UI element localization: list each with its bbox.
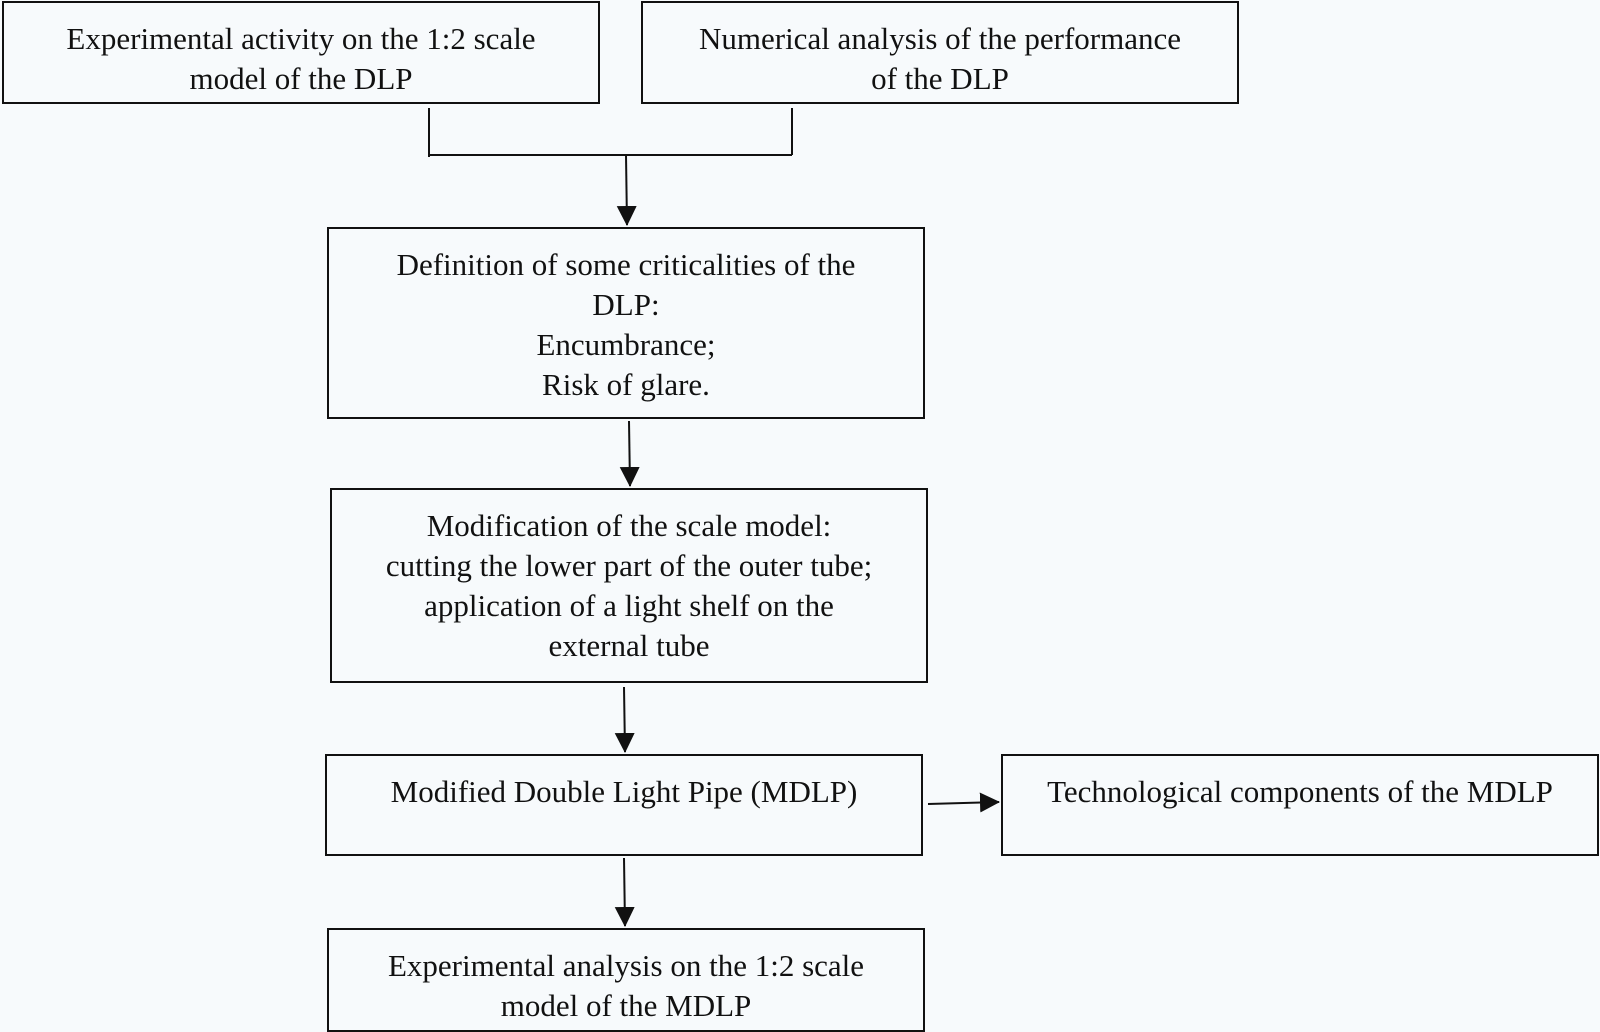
box-text-line: Experimental activity on the 1:2 scale bbox=[66, 21, 536, 56]
arrow-to-criticalities bbox=[616, 154, 637, 226]
box-text-line: model of the MDLP bbox=[500, 988, 752, 1023]
box-text-line: model of the DLP bbox=[189, 61, 413, 96]
box-text-line: Experimental analysis on the 1:2 scale bbox=[387, 948, 865, 983]
box-text-line: Modified Double Light Pipe (MDLP) bbox=[390, 774, 858, 809]
box-text-line: Numerical analysis of the performance bbox=[698, 21, 1181, 56]
experimental-activity-box: Experimental activity on the 1:2 scale m… bbox=[2, 1, 600, 104]
experimental-analysis-box: Experimental analysis on the 1:2 scale m… bbox=[327, 928, 925, 1032]
technological-components-box: Technological components of the MDLP bbox=[1001, 754, 1599, 856]
box-text-line: external tube bbox=[548, 628, 710, 663]
box-text-line: Modification of the scale model: bbox=[426, 508, 832, 543]
box-text-line: Technological components of the MDLP bbox=[1047, 774, 1553, 809]
numerical-analysis-box: Numerical analysis of the performance of… bbox=[641, 1, 1239, 104]
mdlp-box: Modified Double Light Pipe (MDLP) bbox=[325, 754, 923, 856]
arrow-to-experimental-analysis bbox=[614, 857, 635, 927]
box-text-line: Encumbrance; bbox=[536, 327, 716, 362]
criticalities-box: Definition of some criticalities of the … bbox=[327, 227, 925, 419]
box-text-line: of the DLP bbox=[871, 61, 1009, 96]
box-text-line: application of a light shelf on the bbox=[424, 588, 834, 623]
arrow-to-modification bbox=[619, 420, 640, 487]
box-text-line: Definition of some criticalities of the bbox=[396, 247, 856, 282]
box-text-line: cutting the lower part of the outer tube… bbox=[385, 548, 873, 583]
box-text-line: DLP: bbox=[592, 287, 660, 322]
arrow-to-technological bbox=[927, 792, 1000, 813]
box-text-line: Risk of glare. bbox=[542, 367, 710, 402]
arrow-to-mdlp bbox=[614, 686, 635, 753]
modification-box: Modification of the scale model: cutting… bbox=[330, 488, 928, 683]
